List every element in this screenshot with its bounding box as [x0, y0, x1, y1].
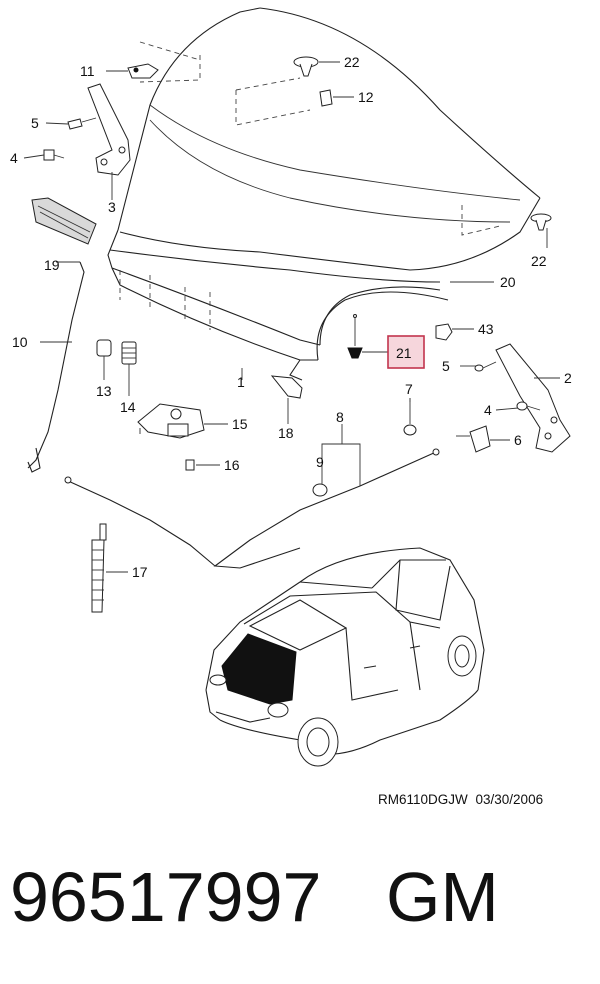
hood-latch — [137, 403, 205, 439]
callout-10: 10 — [12, 334, 28, 350]
drawing-reference: RM6110DGJW 03/30/2006 — [378, 792, 544, 807]
callout-9: 9 — [316, 454, 324, 470]
callout-13: 13 — [96, 383, 112, 399]
callout-6: 6 — [514, 432, 522, 448]
hood-panel — [107, 7, 541, 381]
cable-grommet — [312, 483, 328, 497]
exploded-parts-diagram: 11 5 4 3 22 12 22 19 20 10 43 21 5 2 1 1… — [10, 7, 572, 767]
callout-17: 17 — [132, 564, 148, 580]
callout-12: 12 — [358, 89, 374, 105]
cable-strap — [91, 523, 107, 613]
hood-bumper-right — [530, 213, 552, 231]
hood-spring-bumper — [121, 341, 137, 392]
callout-22-right: 22 — [531, 253, 547, 269]
callout-3: 3 — [108, 199, 116, 215]
callout-14: 14 — [120, 399, 136, 415]
hood-clip — [319, 89, 333, 107]
cable-screw — [403, 398, 417, 436]
bolt-right-upper — [474, 361, 497, 372]
part-number: 96517997 — [10, 858, 322, 936]
hood-insulator-clip — [347, 314, 363, 359]
brand-name: GM — [386, 858, 499, 936]
callout-4-left: 4 — [10, 150, 18, 166]
callout-7: 7 — [405, 381, 413, 397]
callout-5-right: 5 — [442, 358, 450, 374]
hood-release-cable — [64, 448, 440, 569]
hood-release-handle — [456, 425, 491, 453]
callout-2: 2 — [564, 370, 572, 386]
hood-bumper-upper — [293, 56, 319, 77]
hinge-nut — [435, 323, 453, 341]
bolt-right-lower — [516, 401, 541, 411]
callout-18: 18 — [278, 425, 294, 441]
callout-20: 20 — [500, 274, 516, 290]
callout-8: 8 — [336, 409, 344, 425]
callout-labels: 11 5 4 3 22 12 22 19 20 10 43 21 5 2 1 1… — [10, 54, 572, 580]
callout-21: 21 — [396, 345, 412, 361]
left-hood-hinge — [87, 83, 131, 196]
right-hood-hinge — [495, 343, 571, 453]
callout-16: 16 — [224, 457, 240, 473]
hood-prop-rod — [27, 261, 85, 473]
bolt-left-lower — [43, 149, 65, 161]
hood-bumper-13 — [96, 339, 112, 376]
hood-weatherstrip — [31, 197, 97, 245]
callout-5-left: 5 — [31, 115, 39, 131]
callout-19: 19 — [44, 257, 60, 273]
latch-bolt — [185, 459, 195, 471]
hood-front-bumper — [270, 375, 303, 399]
callout-4-right: 4 — [484, 402, 492, 418]
callout-1: 1 — [237, 374, 245, 390]
hinge-bracket — [127, 63, 159, 79]
callout-22-upper: 22 — [344, 54, 360, 70]
bolt-left-upper — [67, 117, 97, 130]
callout-43: 43 — [478, 321, 494, 337]
leader-lines — [23, 61, 560, 573]
vehicle-illustration — [205, 547, 485, 767]
callout-11: 11 — [80, 63, 95, 79]
highlight-box-21 — [387, 335, 425, 369]
callout-15: 15 — [232, 416, 248, 432]
